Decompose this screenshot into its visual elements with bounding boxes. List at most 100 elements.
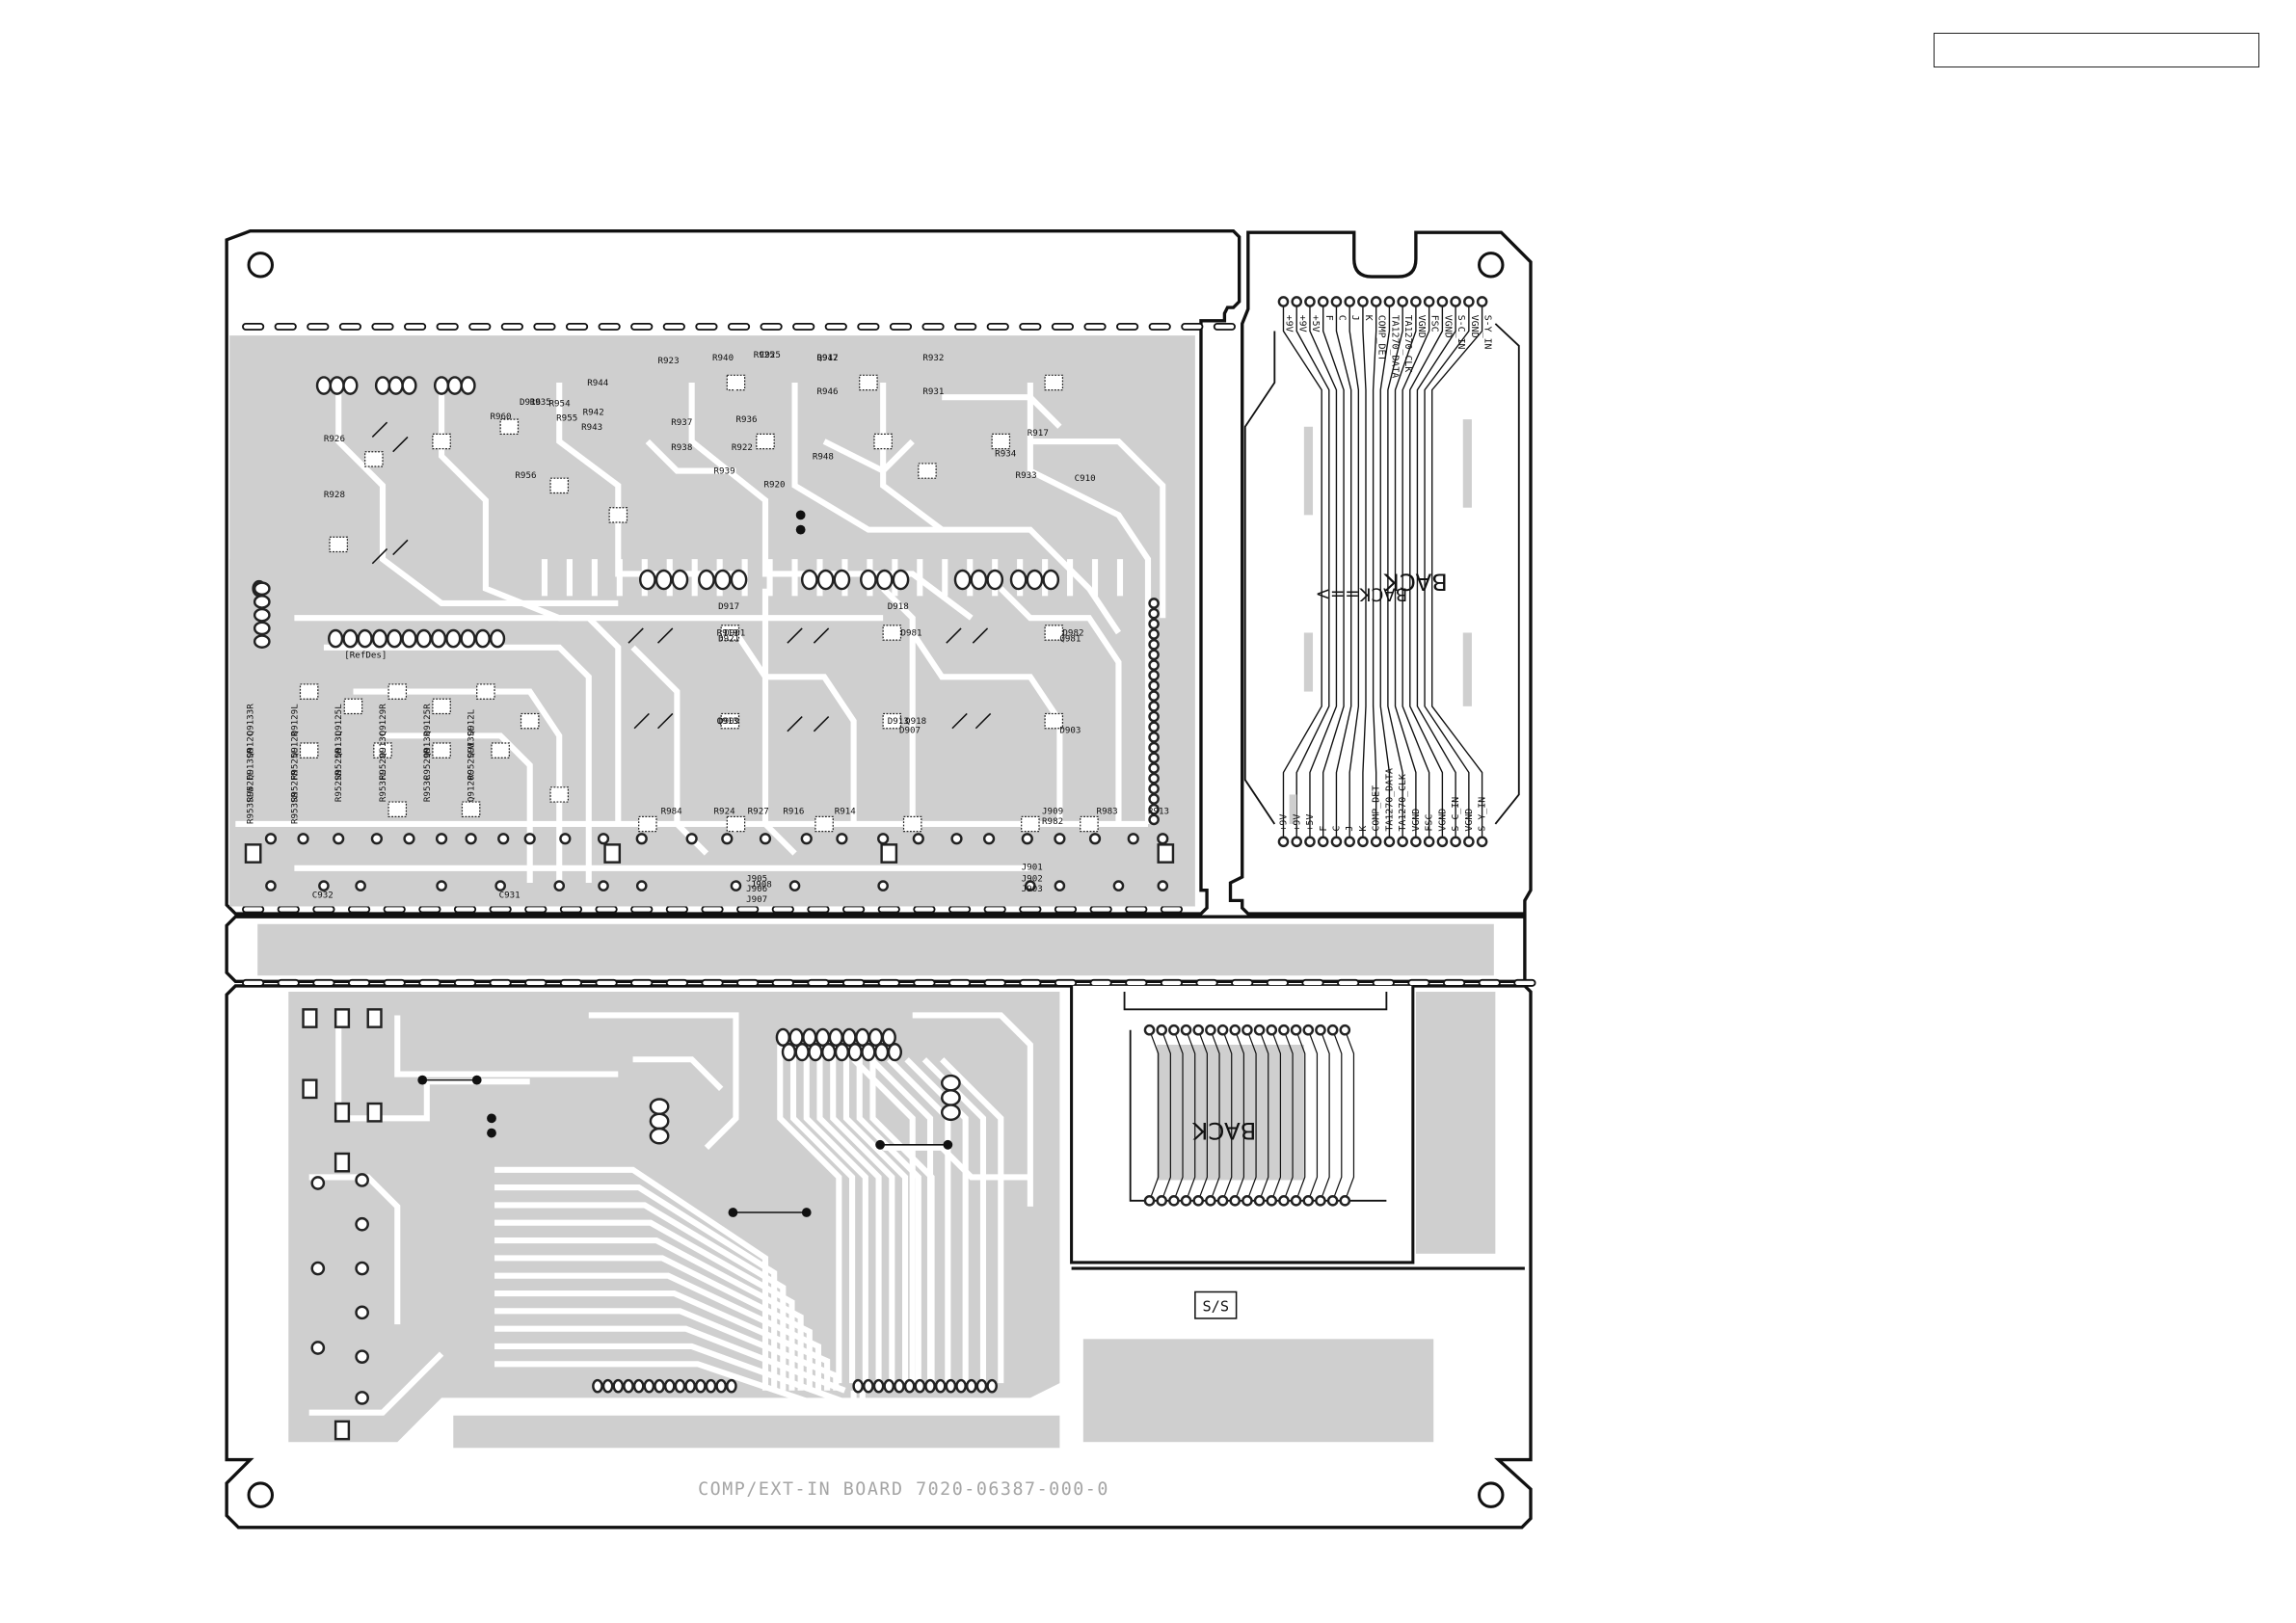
- connector-pin: [1315, 1024, 1326, 1036]
- back-label-lower: BACK: [1191, 1117, 1256, 1145]
- pad: [415, 628, 432, 649]
- breakaway-slot: [1478, 978, 1501, 987]
- connector-net-label: +9V: [1292, 814, 1302, 832]
- flex-trace: [1344, 1029, 1355, 1202]
- flex-trace: [1431, 301, 1483, 842]
- connector-pin: [1156, 1024, 1168, 1036]
- cluster-label: R9525L: [289, 748, 300, 781]
- lower-right-copper-side: [1415, 992, 1496, 1254]
- connector-net-label: J: [1349, 315, 1360, 321]
- part-label: R983: [1097, 806, 1118, 816]
- part-label: D907: [899, 725, 921, 735]
- breakaway-slot: [1116, 322, 1139, 331]
- trace: [494, 1255, 813, 1391]
- connector-pin: [1357, 836, 1369, 848]
- part-label: J902: [1022, 874, 1043, 885]
- flex-trace: [1173, 1029, 1184, 1202]
- connector-pin: [1192, 1024, 1205, 1036]
- connector-pin: [1326, 1024, 1339, 1036]
- part-label: R926: [324, 434, 345, 444]
- pad: [601, 1378, 614, 1394]
- pad: [1148, 741, 1160, 754]
- connector-net-label: VGND: [1437, 809, 1448, 832]
- diode-mark: [813, 715, 830, 732]
- pad: [863, 1378, 874, 1394]
- breakaway-slot: [1442, 978, 1466, 987]
- component-footprint: [814, 815, 834, 833]
- pad: [663, 1378, 676, 1394]
- breakaway-slot: [1089, 905, 1112, 914]
- pad: [705, 1378, 717, 1394]
- connector-pin: [1423, 296, 1435, 307]
- via: [403, 833, 415, 845]
- component-footprint: [387, 801, 408, 817]
- component-footprint: [432, 698, 451, 715]
- connector-net-label: K: [1363, 315, 1374, 321]
- diode-mark: [633, 712, 650, 730]
- cluster-label: Q9129R: [378, 704, 388, 736]
- via: [1025, 880, 1036, 891]
- diode-mark: [813, 627, 830, 644]
- pad: [816, 569, 835, 591]
- via: [950, 833, 963, 845]
- flex-trace: [1335, 301, 1352, 842]
- breakaway-slot: [792, 322, 815, 331]
- pad: [808, 1043, 823, 1062]
- pad: [401, 628, 417, 649]
- trace: [733, 630, 857, 824]
- pad: [892, 569, 910, 591]
- pad: [342, 376, 359, 395]
- component-footprint: [520, 712, 540, 730]
- part-label: C932: [312, 890, 334, 900]
- cluster-label: Q913L: [334, 731, 344, 758]
- connector-net-label: +5V: [1310, 315, 1321, 333]
- connector-pin: [1357, 296, 1369, 307]
- connector-pin: [1253, 1195, 1266, 1207]
- component-footprint: [329, 536, 348, 553]
- flex-trace: [1246, 1029, 1257, 1202]
- breakaway-slot: [727, 322, 751, 331]
- connector-pin: [1168, 1195, 1180, 1207]
- pad: [355, 1173, 369, 1187]
- breakaway-slot: [242, 322, 265, 331]
- part-label: Q981: [1059, 634, 1081, 645]
- diode-mark: [951, 712, 968, 730]
- trace: [335, 386, 619, 607]
- pad: [638, 569, 656, 591]
- cluster-label: R952SLW: [467, 742, 477, 780]
- flex-trace: [1372, 301, 1377, 842]
- part-label: R937: [671, 417, 692, 428]
- square-pad: [334, 1008, 351, 1028]
- part-label: R982: [1042, 816, 1063, 827]
- diode-mark: [371, 547, 388, 565]
- connector-net-label: COMP_DET: [1376, 315, 1387, 361]
- trace: [822, 439, 915, 475]
- pad: [355, 1216, 369, 1232]
- pad: [941, 1089, 961, 1106]
- pad: [632, 1378, 645, 1394]
- connector-pin: [1317, 296, 1329, 307]
- pad: [401, 376, 417, 395]
- cluster-label: R952FL: [246, 770, 256, 803]
- breakaway-slot: [274, 322, 297, 331]
- pad: [342, 628, 359, 649]
- flex-trace: [1221, 1029, 1233, 1202]
- trace: [494, 1290, 831, 1391]
- breakaway-slot: [986, 322, 1009, 331]
- connector-net-label: S-Y_IN: [1478, 797, 1488, 832]
- flex-copper: [1462, 632, 1472, 706]
- via: [435, 833, 448, 845]
- via: [597, 833, 610, 845]
- pad: [674, 1378, 686, 1394]
- part-label: D981: [900, 628, 921, 639]
- pad: [355, 1391, 369, 1405]
- mount-hole-tr: [1478, 252, 1505, 279]
- flex-copper: [1289, 794, 1297, 824]
- flex-trace: [1309, 301, 1338, 842]
- part-label: J907: [746, 894, 767, 905]
- breakaway-slot: [347, 978, 371, 987]
- pad: [357, 628, 373, 649]
- breakaway-slot: [559, 978, 583, 987]
- connector-net-label: J: [1345, 826, 1355, 832]
- pad: [1148, 721, 1160, 733]
